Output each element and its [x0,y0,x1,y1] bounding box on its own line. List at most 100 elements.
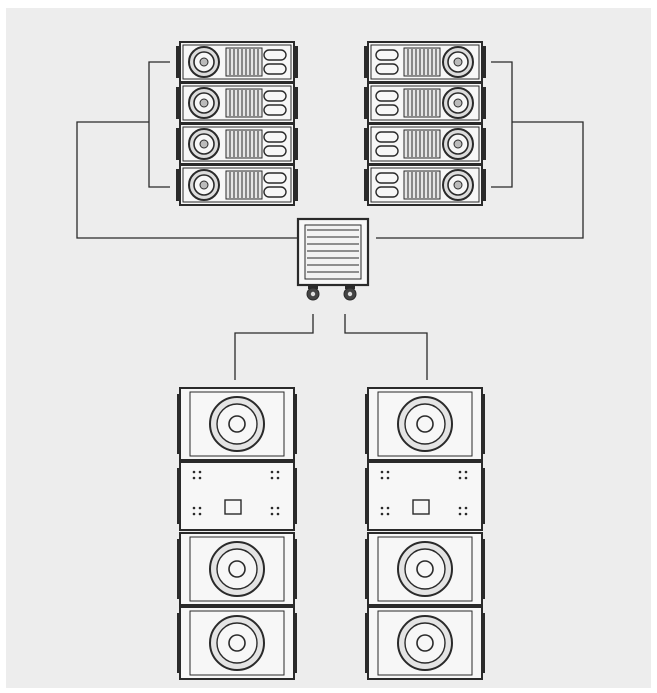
rigging-bar [482,169,486,201]
hf-port [263,186,287,198]
waveguide [403,88,441,118]
connector-panel [365,461,485,531]
input-connector [224,499,242,515]
cable-top-left [76,61,298,239]
cabinet-inner-frame [189,391,285,457]
rigging-bar [177,613,181,673]
cable-bottom-left [234,314,314,380]
speaker-cabinet [177,532,297,606]
rigging-bar [293,468,297,524]
panel-screw [276,470,280,474]
speaker-cabinet [365,606,485,680]
rigging-bar [481,539,485,599]
panel-screw [198,476,202,480]
panel-screw [380,506,384,510]
panel-screw [276,512,280,516]
hf-port [263,104,287,116]
module-inner-frame [182,126,292,162]
module-inner-frame [182,44,292,80]
rigging-bar [293,613,297,673]
hf-port [263,145,287,157]
hf-port [375,49,399,61]
hf-port [375,63,399,75]
panel-screw [270,506,274,510]
caster-mount [308,285,318,289]
waveguide [225,88,263,118]
cable-bottom-right [344,314,428,380]
panel-screw [198,506,202,510]
panel-screw [380,470,384,474]
rigging-bar [176,169,180,201]
rigging-bar [365,539,369,599]
cabinet-inner-frame [377,610,473,676]
speaker-cabinet [177,387,297,461]
line-array-module [176,41,298,83]
speaker-cabinet [365,532,485,606]
top-left-array [176,41,298,206]
driver-dust-cap [416,634,434,652]
panel-screw [464,476,468,480]
cable-top-right [376,61,584,239]
hf-port [375,172,399,184]
woofer-dust-cap [199,57,209,67]
panel-screw [380,512,384,516]
panel-screw [270,512,274,516]
speaker-cabinet [365,387,485,461]
diagram-panel [6,8,651,688]
waveguide [403,129,441,159]
panel-screw [464,512,468,516]
hf-port [375,186,399,198]
hf-port [375,104,399,116]
panel-screw [192,506,196,510]
rigging-bar [481,468,485,524]
panel-screw [386,506,390,510]
rigging-bar [176,46,180,78]
panel-screw [270,470,274,474]
panel-screw [464,506,468,510]
rack-front-panel [304,224,362,280]
rigging-bar [365,394,369,454]
cabinet-inner-frame [377,536,473,602]
panel-screw [276,506,280,510]
driver-dust-cap [228,560,246,578]
panel-screw [198,470,202,474]
hf-port [375,90,399,102]
panel-screw [386,512,390,516]
panel-shell [179,461,295,531]
rigging-bar [177,394,181,454]
rigging-bar [482,87,486,119]
woofer-dust-cap [453,98,463,108]
panel-screw [458,476,462,480]
panel-screw [458,470,462,474]
panel-screw [464,470,468,474]
rigging-bar [481,613,485,673]
panel-screw [192,470,196,474]
waveguide [403,170,441,200]
line-array-module [364,164,486,206]
rigging-bar [176,87,180,119]
panel-screw [198,512,202,516]
driver-dust-cap [416,415,434,433]
rigging-bar [364,87,368,119]
bottom-right-stack [365,387,485,680]
panel-screw [458,512,462,516]
line-array-module [364,82,486,124]
waveguide [403,47,441,77]
rigging-bar [364,46,368,78]
hf-port [263,63,287,75]
cable-group [76,61,584,380]
hf-port [263,90,287,102]
speaker-cabinet [177,606,297,680]
woofer-dust-cap [453,180,463,190]
rigging-bar [177,468,181,524]
line-array-module [364,123,486,165]
panel-screw [380,476,384,480]
hf-port [375,145,399,157]
module-inner-frame [182,167,292,203]
line-array-module [176,123,298,165]
rigging-bar [365,613,369,673]
connector-panel [177,461,297,531]
top-right-array [364,41,486,206]
module-inner-frame [182,85,292,121]
